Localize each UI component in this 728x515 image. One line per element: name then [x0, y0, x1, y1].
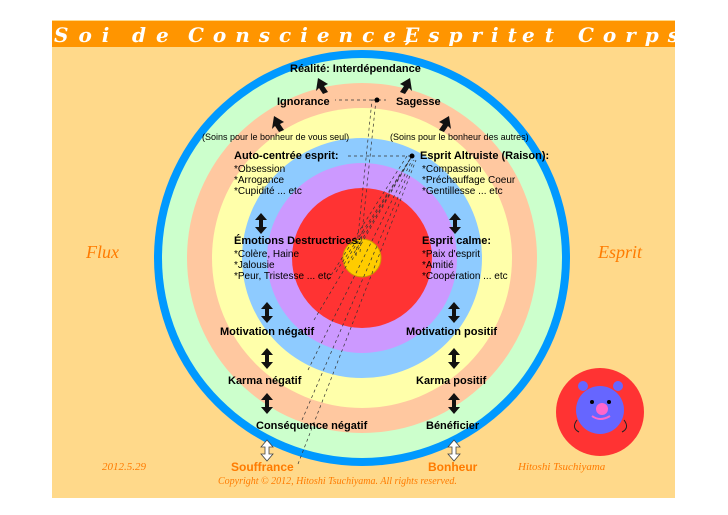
karma-negatif-label: Karma négatif	[228, 375, 302, 387]
emotions-label: Émotions Destructrices:	[234, 235, 362, 247]
motivation-negatif-label: Motivation négatif	[220, 326, 315, 338]
sagesse-label: Sagesse	[396, 96, 441, 108]
consequence-label: Conséquence négatif	[256, 420, 368, 432]
flux-label: Flux	[86, 242, 119, 262]
auto-centre-item: *Cupidité ... etc	[234, 186, 302, 197]
hollow-arrows	[260, 439, 461, 462]
emotions-item: *Peur, Tristesse ... etc	[234, 271, 332, 282]
author-label: Hitoshi Tsuchiyama	[518, 461, 606, 473]
title-word: et	[522, 23, 564, 47]
soins-left-label: (Soins pour le bonheur de vous seul)	[202, 132, 350, 142]
bonheur-label: Bonheur	[428, 460, 478, 474]
motivation-positif-label: Motivation positif	[406, 326, 498, 338]
altruiste-label: Esprit Altruiste (Raison):	[420, 150, 550, 162]
calme-item: *Paix d'esprit	[422, 249, 481, 260]
esprit-label: Esprit	[598, 242, 643, 262]
altruiste-item: *Gentillesse ... etc	[422, 186, 503, 197]
soins-right-label: (Soins pour le bonheur des autres)	[390, 132, 529, 142]
auto-centre-label: Auto-centrée esprit:	[234, 150, 339, 162]
auto-centre-item: *Arrogance	[234, 175, 285, 186]
title-word: Conscience,	[188, 23, 421, 47]
souffrance-label: Souffrance	[231, 460, 294, 474]
dashed-lines	[297, 99, 417, 465]
title-word: Corps	[578, 23, 689, 47]
vertical-arrows	[255, 213, 461, 414]
title-word: Esprit	[404, 23, 526, 47]
core-circle	[342, 238, 382, 278]
title-word: Soi	[54, 23, 120, 47]
date-label: 2012.5.29	[102, 461, 146, 473]
emotions-item: *Jalousie	[234, 260, 275, 271]
title-bar: Soi de Conscience, Esprit et Corps	[52, 21, 679, 47]
calme-item: *Amitié	[422, 260, 454, 271]
slide: Soi de Conscience, Esprit et Corps	[52, 20, 679, 498]
calme-label: Esprit calme:	[422, 235, 492, 247]
copyright-label: Copyright © 2012, Hitoshi Tsuchiyama. Al…	[218, 476, 457, 487]
altruiste-item: *Compassion	[422, 164, 482, 175]
realite-label: Réalité: Interdépendance	[290, 63, 421, 75]
beneficier-label: Bénéficier	[426, 420, 480, 432]
curved-arrows	[272, 78, 451, 132]
concentric-circles-diagram	[154, 50, 644, 466]
karma-positif-label: Karma positif	[416, 375, 487, 387]
title-word: de	[132, 23, 179, 47]
emotions-item: *Colère, Haine	[234, 249, 300, 260]
ignorance-label: Ignorance	[277, 96, 330, 108]
pig-face-icon	[556, 368, 644, 456]
auto-centre-item: *Obsession	[234, 164, 286, 175]
altruiste-item: *Préchauffage Coeur	[422, 175, 516, 186]
calme-item: *Coopération ... etc	[422, 271, 508, 282]
